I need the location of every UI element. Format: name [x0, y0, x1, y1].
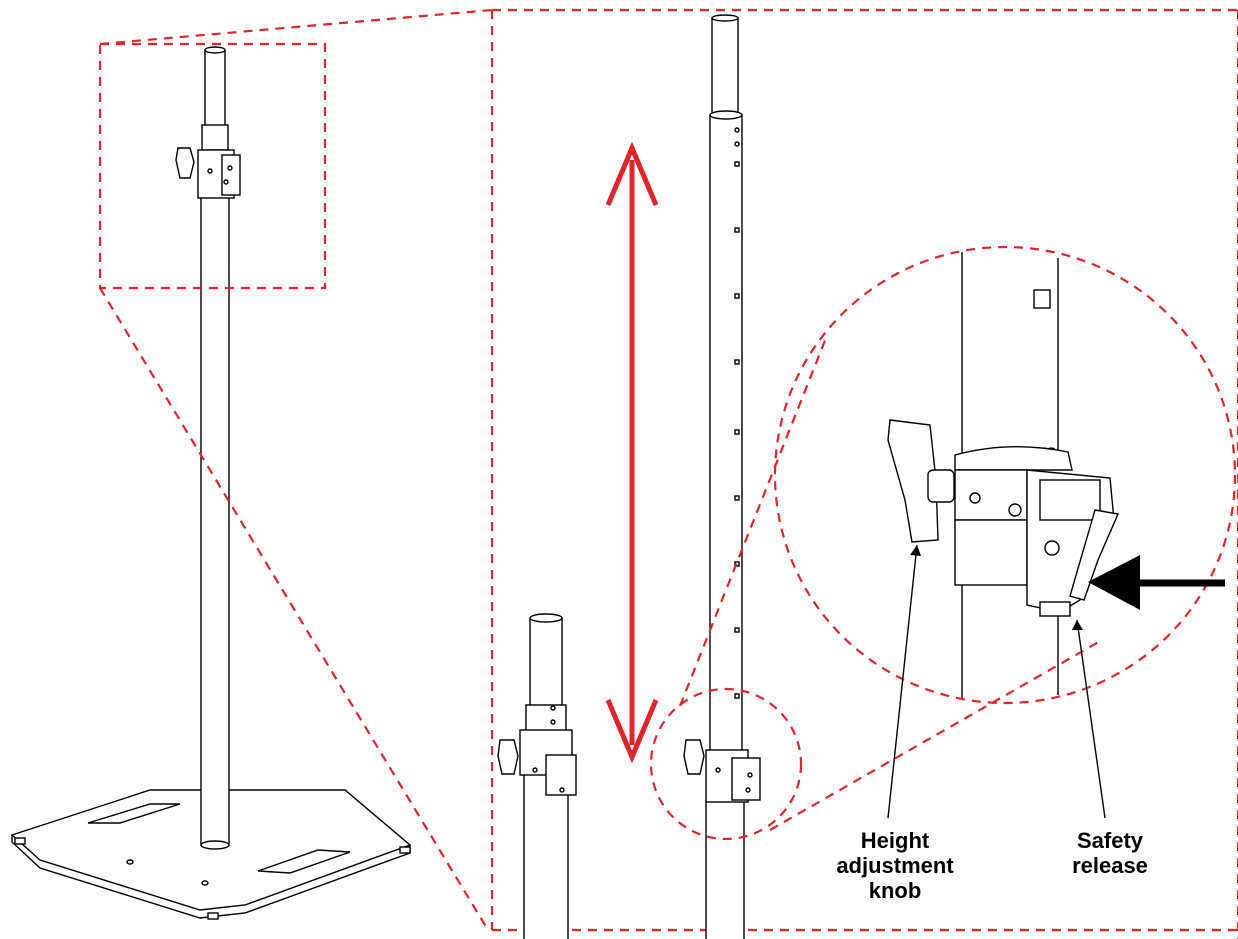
clamp-detail-circle — [649, 687, 803, 841]
knob-label-line-2: adjustment — [836, 853, 954, 878]
detail-callout-box — [98, 42, 327, 290]
push-arrow-icon — [1088, 555, 1225, 610]
extended-pole-illustration — [683, 14, 761, 939]
magnified-detail-circle — [773, 245, 1237, 705]
knob-leader-line — [887, 544, 918, 819]
release-label-line-2: release — [1072, 853, 1148, 878]
full-stand-illustration — [10, 46, 412, 920]
knob-label-line-1: Height — [861, 828, 930, 853]
double-headed-arrow-icon — [605, 141, 659, 764]
knob-label-line-3: knob — [869, 878, 922, 903]
zoom-line-circle-top — [678, 337, 828, 707]
zoom-line-circle-bottom — [769, 639, 1103, 831]
release-leader-line — [1076, 619, 1106, 819]
release-label-line-1: Safety — [1077, 828, 1144, 853]
zoom-line-top — [99, 8, 493, 46]
magnified-clamp-detail: STOP — [773, 245, 1237, 705]
zoom-line-bottom — [99, 287, 489, 931]
collapsed-pole-illustration — [497, 613, 577, 939]
